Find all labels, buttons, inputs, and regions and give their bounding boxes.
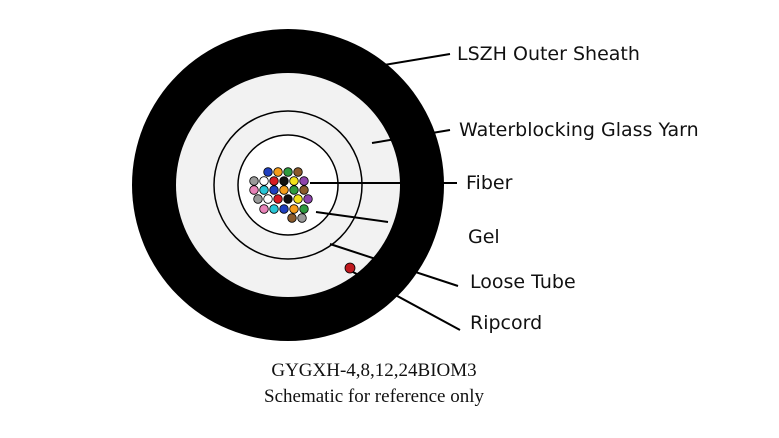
fiber-strand	[297, 213, 307, 223]
fiber-strand	[249, 185, 259, 195]
loose-tube	[213, 110, 363, 260]
fiber-strand	[259, 185, 269, 195]
fiber-strand	[273, 194, 283, 204]
caption-model: GYGXH-4,8,12,24BIOM3	[271, 360, 476, 381]
fiber-strand	[263, 167, 273, 177]
fiber-strand	[299, 176, 309, 186]
label-loose-tube: Loose Tube	[470, 271, 576, 293]
leader-gel	[315, 211, 389, 223]
leader-loose-tube	[329, 243, 459, 287]
fiber-strand	[293, 194, 303, 204]
fiber-strand	[269, 204, 279, 214]
fiber-strand	[303, 194, 313, 204]
label-glass-yarn: Waterblocking Glass Yarn	[459, 119, 699, 141]
fiber-strand	[253, 194, 263, 204]
fiber-strand	[299, 204, 309, 214]
label-ripcord: Ripcord	[470, 312, 542, 334]
fiber-strand	[279, 204, 289, 214]
ripcord	[344, 262, 356, 274]
fiber-strand	[289, 204, 299, 214]
fiber-strand	[269, 185, 279, 195]
fiber-strand	[289, 176, 299, 186]
fiber-strand	[263, 194, 273, 204]
fiber-strand	[269, 176, 279, 186]
fiber-strand	[293, 167, 303, 177]
leader-outer-sheath	[377, 53, 451, 67]
fiber-bundle	[249, 167, 313, 223]
leader-ripcord	[352, 271, 461, 331]
fiber-strand	[249, 176, 259, 186]
fiber-strand	[299, 185, 309, 195]
fiber-strand	[279, 185, 289, 195]
fiber-strand	[289, 185, 299, 195]
fiber-strand	[283, 167, 293, 177]
leader-glass-yarn	[371, 129, 451, 144]
fiber-strand	[279, 176, 289, 186]
label-outer-sheath: LSZH Outer Sheath	[457, 43, 640, 65]
fiber-strand	[273, 167, 283, 177]
fiber-strand	[287, 213, 297, 223]
fiber-strand	[259, 176, 269, 186]
fiber-strand	[259, 204, 269, 214]
caption-note: Schematic for reference only	[264, 386, 484, 407]
label-fiber: Fiber	[466, 172, 513, 194]
fiber-strand	[283, 194, 293, 204]
label-gel: Gel	[468, 226, 500, 248]
